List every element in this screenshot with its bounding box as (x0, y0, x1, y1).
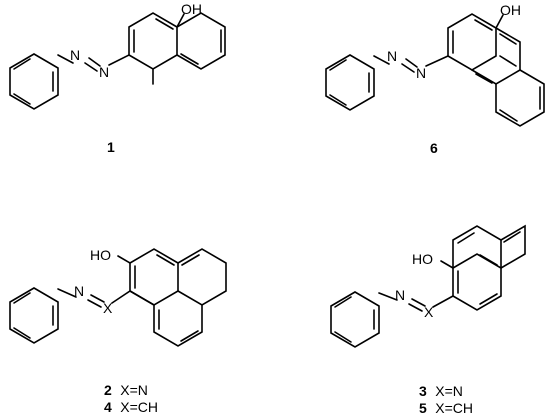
compound-number: 4 (104, 399, 112, 415)
compound-number: 2 (104, 382, 112, 398)
substituent-label: X=CH (120, 399, 158, 415)
substituent-label: X=N (120, 382, 148, 398)
compound-number: 3 (419, 383, 427, 399)
phenyl-ring (9, 287, 59, 344)
atom-n: N (395, 287, 405, 303)
azo-bond (373, 55, 390, 65)
caption-line: 5 X=CH (419, 400, 473, 417)
atom-n: N (70, 47, 80, 63)
azo-double-bond (88, 57, 101, 67)
atom-oh: OH (181, 1, 202, 17)
linker-bond (111, 290, 131, 304)
atom-x: X (424, 304, 434, 320)
caption-line: 3 X=N (419, 383, 463, 400)
imine-double-bond (87, 299, 102, 308)
hydroxyl-bond (176, 13, 185, 28)
atom-n: N (387, 48, 397, 64)
phenyl-ring (9, 53, 59, 110)
atom-oh: HO (412, 251, 433, 267)
anthracene-ring (447, 13, 545, 127)
compound-number: 1 (107, 139, 115, 155)
substituent-label: X=N (435, 383, 463, 399)
atom-n: N (416, 65, 426, 81)
naphthalene-ring (129, 248, 227, 347)
hydroxyl-bond (440, 260, 454, 269)
compound-caption: 3 X=N 5 X=CH (419, 383, 473, 417)
imine-double-bond (411, 298, 426, 307)
compound-number: 6 (430, 140, 438, 156)
compound-caption: 2 X=N 4 X=CH (104, 382, 158, 416)
azo-double-bond (405, 58, 418, 68)
azo-bond (425, 55, 449, 67)
atom-x: X (103, 300, 113, 316)
caption-line: 2 X=N (104, 382, 148, 399)
azo-double-bond (401, 63, 415, 73)
imine-double-bond (90, 294, 105, 303)
hydroxyl-bond (495, 14, 504, 29)
imine-double-bond (408, 303, 423, 312)
caption-line: 4 X=CH (104, 399, 158, 416)
imine-bond (57, 288, 77, 298)
naphthalene-ring (452, 224, 526, 311)
substituent-label: X=CH (435, 400, 473, 416)
compound-1-structure: N N OH (9, 1, 226, 110)
atom-oh: OH (500, 2, 521, 18)
azo-bond (108, 54, 130, 66)
atom-n: N (99, 64, 109, 80)
atom-n: N (74, 283, 84, 299)
phenyl-ring (330, 291, 380, 348)
compound-number: 5 (419, 400, 427, 416)
compound-6-structure: N N OH (325, 2, 545, 127)
imine-bond (378, 292, 398, 301)
naphthalene-ring (128, 12, 226, 85)
compound-3-5-structure: N X HO (330, 224, 526, 348)
atom-oh: HO (90, 247, 111, 263)
azo-bond (57, 54, 74, 64)
phenyl-ring (325, 54, 375, 111)
azo-double-bond (84, 62, 98, 72)
hydroxyl-bond (117, 255, 131, 264)
linker-bond (432, 295, 454, 308)
compound-2-4-structure: N X HO (9, 247, 227, 347)
